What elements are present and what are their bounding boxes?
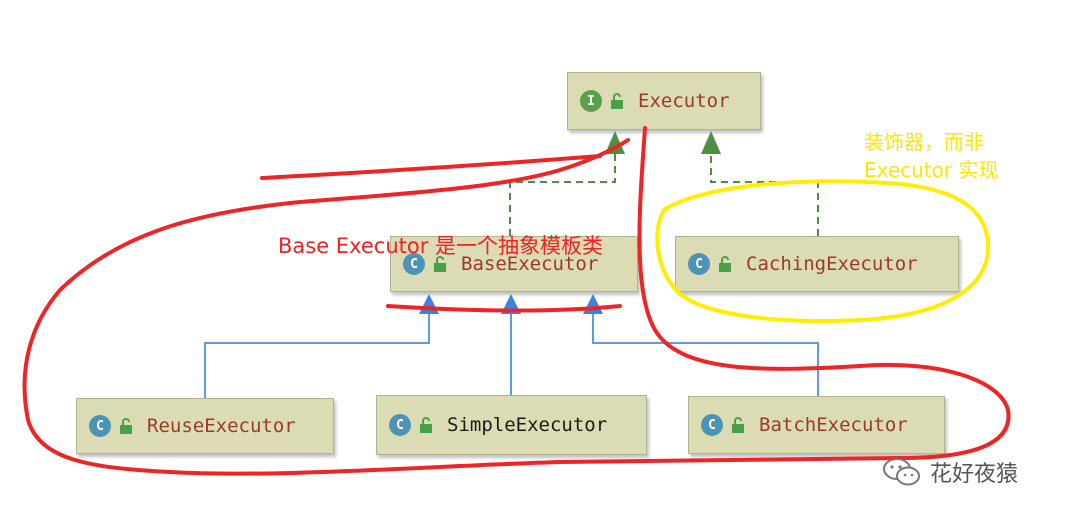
- yellow-annotation-line1: 装饰器，而非: [864, 130, 984, 154]
- lock-icon: [420, 417, 432, 433]
- edge-reuse-extends-base: [204, 312, 430, 398]
- class-badge-icon: C: [403, 253, 425, 275]
- simple-executor-node[interactable]: C SimpleExecutor: [376, 395, 647, 455]
- class-badge-icon: C: [701, 414, 723, 436]
- red-underline: [386, 304, 622, 313]
- executor-label: Executor: [638, 90, 730, 112]
- watermark-text: 花好夜猿: [930, 462, 1019, 487]
- lock-icon: [719, 256, 731, 272]
- lock-icon: [120, 418, 132, 434]
- class-badge-icon: C: [389, 414, 411, 436]
- simple-executor-label: SimpleExecutor: [447, 414, 608, 436]
- red-annotation: Base Executor 是一个抽象模板类: [278, 234, 604, 258]
- red-enclosing-loop: [22, 126, 1011, 476]
- red-strike-line: [260, 154, 602, 180]
- yellow-enclosing-loop: [655, 179, 991, 323]
- edge-caching-implements-executor: [710, 152, 819, 236]
- reuse-executor-node[interactable]: C ReuseExecutor: [76, 398, 334, 454]
- batch-executor-node[interactable]: C BatchExecutor: [688, 396, 945, 454]
- class-badge-icon: C: [89, 415, 111, 437]
- caching-executor-label: CachingExecutor: [746, 253, 918, 275]
- edge-base-implements-executor: [509, 152, 616, 236]
- reuse-executor-label: ReuseExecutor: [147, 415, 296, 437]
- wechat-icon: [883, 458, 920, 486]
- implements-arrowhead: [701, 131, 721, 154]
- yellow-annotation-line2: Executor 实现: [864, 158, 999, 182]
- lock-icon: [611, 93, 623, 109]
- yellow-annotation: 装饰器，而非 Executor 实现: [864, 128, 999, 184]
- base-executor-node[interactable]: C BaseExecutor: [390, 236, 638, 292]
- watermark: 花好夜猿: [882, 456, 1018, 488]
- executor-node[interactable]: I Executor: [567, 72, 761, 130]
- lock-icon: [434, 256, 446, 272]
- interface-badge-icon: I: [580, 90, 602, 112]
- caching-executor-node[interactable]: C CachingExecutor: [675, 236, 959, 292]
- batch-executor-label: BatchExecutor: [759, 414, 908, 436]
- class-badge-icon: C: [688, 253, 710, 275]
- lock-icon: [732, 417, 744, 433]
- base-executor-label: BaseExecutor: [461, 253, 599, 275]
